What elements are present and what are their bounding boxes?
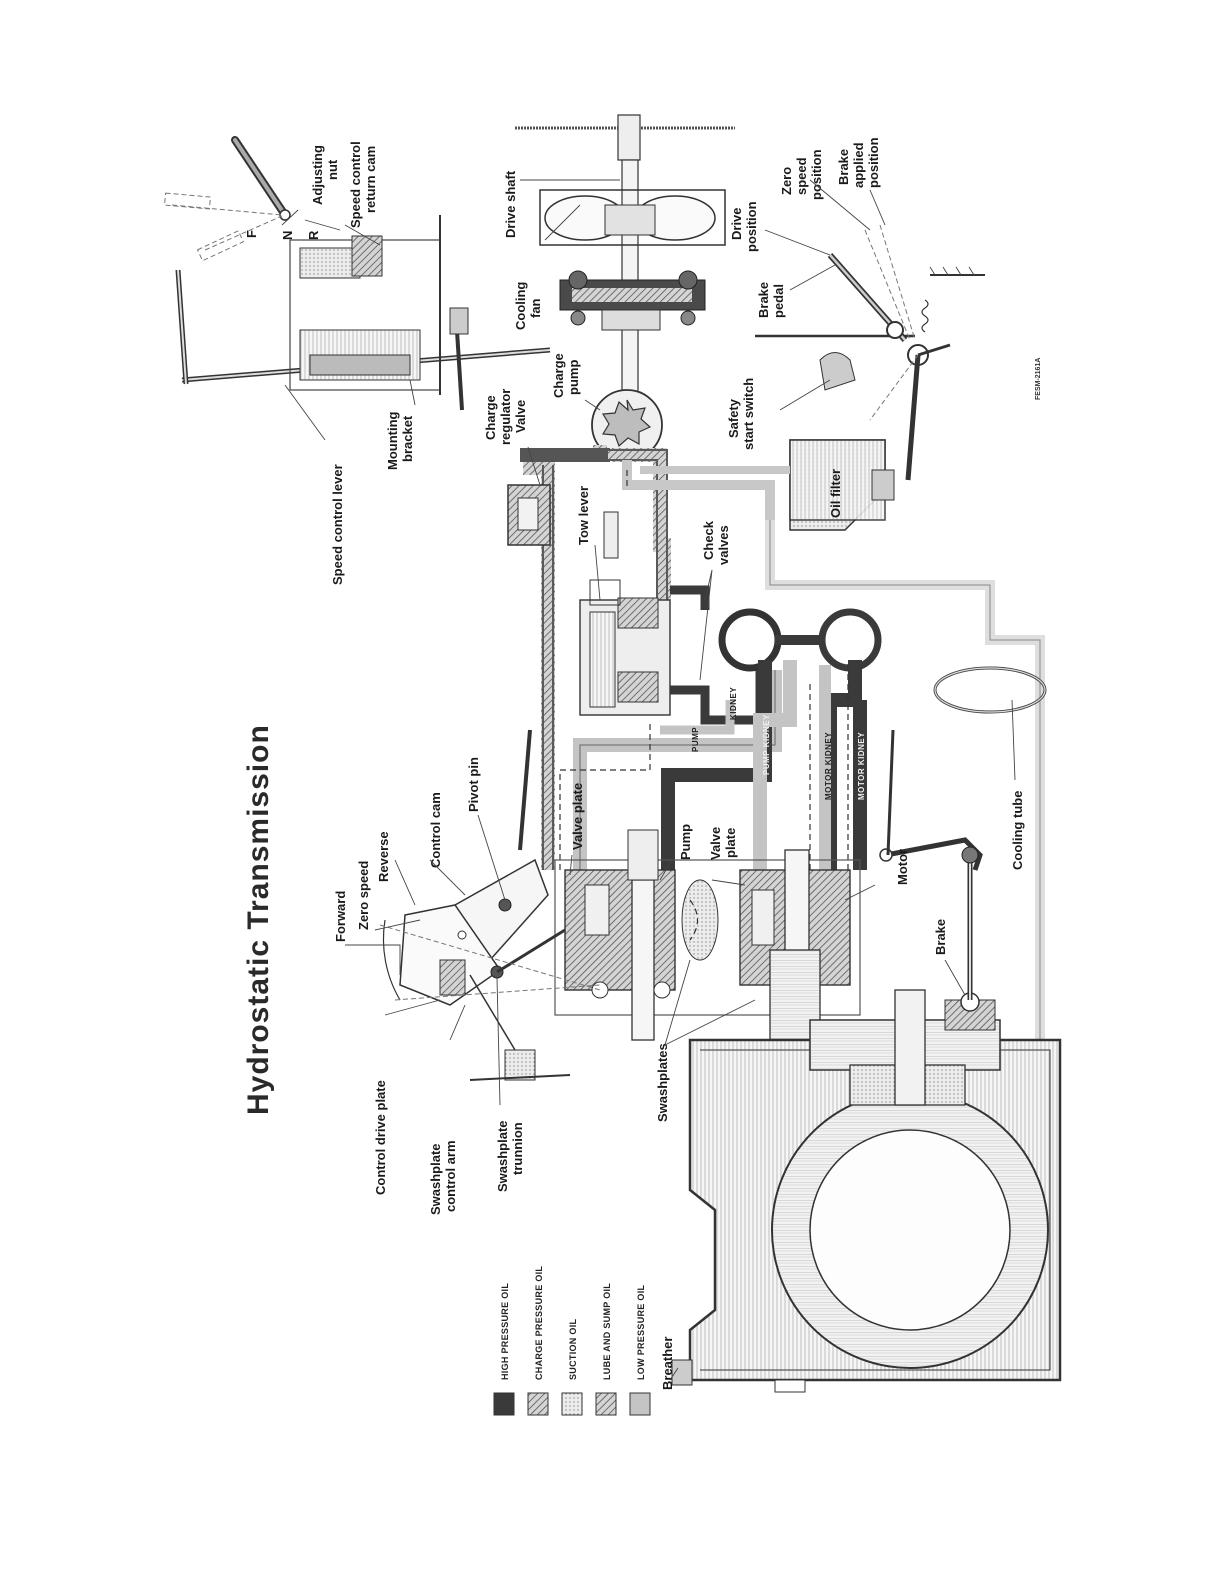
label-cooling-tube: Cooling tube (1010, 791, 1025, 870)
label-brake-applied-position-2: applied (851, 142, 866, 188)
figure-code: FESM-2161A (1035, 358, 1042, 400)
label-motor: Motor (895, 849, 910, 885)
diagram-title: Hydrostatic Transmission (242, 724, 275, 1115)
label-zero-speed-position-3: position (809, 149, 824, 200)
label-breather: Breather (660, 1337, 675, 1390)
label-charge-pump: Charge (551, 353, 566, 398)
label-mounting-bracket: Mounting (385, 411, 400, 470)
legend-swatch-lube-sump (595, 1392, 617, 1416)
legend-swatch-high-pressure (493, 1392, 515, 1416)
legend-label-charge-pressure: CHARGE PRESSURE OIL (534, 1266, 544, 1380)
label-drive-position: Drive (729, 207, 744, 240)
legend-swatch-charge-pressure (527, 1392, 549, 1416)
legend-label-low-pressure: LOW PRESSURE OIL (636, 1284, 646, 1380)
pump-motor-section (554, 829, 861, 1071)
label-drive-position-2: position (744, 201, 759, 252)
label-swashplate-trunnion: Swashplate (495, 1120, 510, 1192)
label-swashplate-trunnion-2: trunnion (510, 1122, 525, 1175)
label-zero-speed: Zero speed (356, 861, 371, 930)
label-adjusting-nut: Adjusting (310, 145, 325, 205)
label-oil-filter: Oil filter (828, 469, 843, 518)
label-charge-regulator-valve-2: regulator (498, 389, 513, 445)
label-brake-applied-position: Brake (836, 149, 851, 185)
label-speed-control-return-cam: Speed control (348, 141, 363, 228)
label-brake-pedal-2: pedal (771, 284, 786, 318)
label-check-valves-2: valves (716, 525, 731, 565)
label-check-valves: Check (701, 520, 716, 560)
label-swashplate-control-arm: Swashplate (428, 1143, 443, 1215)
label-control-cam: Control cam (428, 792, 443, 868)
drive-shaft-fan-assembly (515, 114, 735, 421)
label-forward: Forward (333, 891, 348, 942)
label-control-drive-plate: Control drive plate (373, 1080, 388, 1195)
label-valve-plate-upper: Valve plate (570, 783, 585, 850)
label-cooling-fan-2: fan (528, 298, 543, 318)
label-safety-start-switch: Safety (726, 398, 741, 438)
label-zero-speed-position: Zero (779, 167, 794, 195)
label-drive-shaft: Drive shaft (503, 170, 518, 238)
legend-swatch-low-pressure (629, 1392, 651, 1416)
charge-pump-filter-assembly (591, 352, 895, 531)
label-pump-kidney: PUMP KIDNEY (762, 714, 771, 775)
label-charge-regulator-valve: Charge (483, 395, 498, 440)
label-pump-passage: PUMP (691, 727, 700, 752)
legend-label-high-pressure: HIGH PRESSURE OIL (500, 1283, 510, 1380)
label-brake: Brake (933, 919, 948, 955)
legend-swatch-suction (561, 1392, 583, 1416)
speed-control-assembly (164, 136, 551, 411)
label-mounting-bracket-2: bracket (400, 415, 415, 462)
label-safety-start-switch-2: start switch (741, 378, 756, 450)
label-swashplates: Swashplates (655, 1043, 670, 1122)
label-brake-applied-position-3: position (866, 137, 881, 188)
legend-label-lube-sump: LUBE AND SUMP OIL (602, 1283, 612, 1380)
label-cooling-fan: Cooling (513, 282, 528, 330)
label-valve-plate-lower: Valve (708, 827, 723, 860)
label-speed-control-lever: Speed control lever (330, 464, 345, 585)
label-charge-pump-2: pump (566, 360, 581, 395)
label-swashplate-control-arm-2: control arm (443, 1140, 458, 1212)
label-charge-regulator-valve-3: Valve (513, 400, 528, 433)
label-motor-kidney: MOTOR KIDNEY (857, 732, 866, 800)
brake-pedal-linkage (755, 224, 985, 481)
oil-legend: HIGH PRESSURE OIL CHARGE PRESSURE OIL SUCT… (493, 1266, 651, 1416)
label-r: R (306, 230, 321, 240)
label-reverse: Reverse (376, 831, 391, 882)
label-zero-speed-position-2: speed (794, 157, 809, 195)
label-brake-pedal: Brake (756, 282, 771, 318)
hydraulic-circuit (507, 445, 1045, 1040)
label-kidney: KIDNEY (729, 687, 738, 720)
label-pivot-pin: Pivot pin (466, 757, 481, 812)
legend-label-suction: SUCTION OIL (568, 1318, 578, 1380)
transaxle-housing (671, 666, 1062, 1393)
label-valve-plate-lower-2: plate (723, 828, 738, 858)
label-adjusting-nut-2: nut (325, 159, 340, 180)
label-pump: Pump (678, 824, 693, 860)
leader-lines (281, 179, 1016, 1381)
label-speed-control-return-cam-2: return cam (363, 146, 378, 213)
label-motor-kidney-light: MOTOR KIDNEY (824, 732, 833, 800)
label-f: F (244, 230, 259, 238)
label-tow-lever: Tow lever (576, 486, 591, 545)
label-n: N (280, 231, 295, 240)
